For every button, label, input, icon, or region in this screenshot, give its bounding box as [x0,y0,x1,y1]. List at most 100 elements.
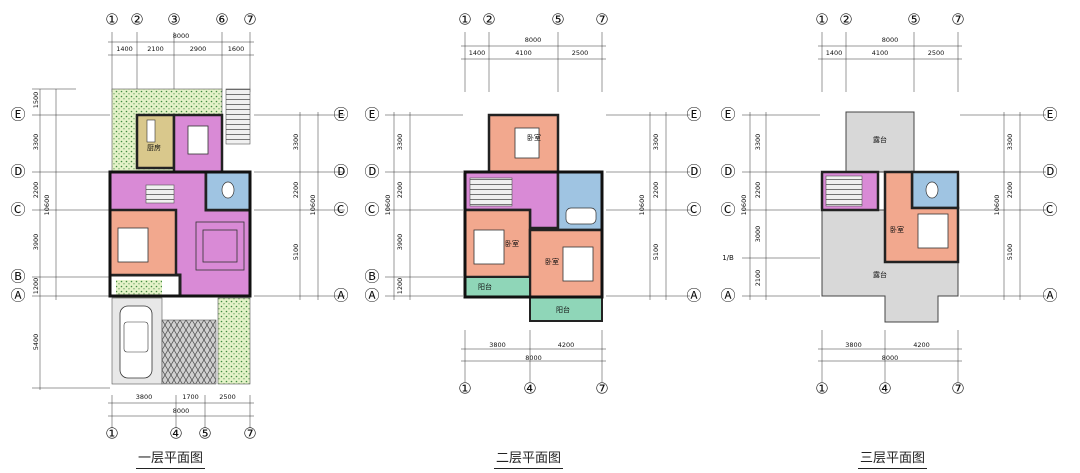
plan-3-right-total: 10600 [993,195,1001,216]
plan-2-top-dim: 2500 [572,49,589,57]
plan-3-room-label: 露台 [873,270,887,279]
plan-2-axis-bottom: ① [458,380,471,398]
plan-2-left-dim: 1200 [396,278,404,295]
plan-2-axis-bottom: ⑦ [595,380,608,398]
plan-2-room-label: 阳台 [478,282,492,291]
plan-1-left-dim: 1200 [32,278,40,295]
plan-3-right-dim: 3300 [1006,134,1014,151]
plan-2-right-total: 10600 [638,195,646,216]
plan-3 [742,32,1046,382]
plan-1-axis-bottom: ④ [169,425,182,443]
plan-3-axis-right: Ⓒ [1042,201,1057,219]
plan-2-bottom-total: 8000 [525,354,542,362]
plan-1-axis-right: Ⓐ [333,287,348,305]
plan-3-room-label: 卧室 [890,225,904,234]
plan-3-axis-bottom: ⑦ [951,380,964,398]
plan-2-axis-right: Ⓒ [686,201,701,219]
plan-1-axis-left: Ⓑ [10,268,25,286]
plan-1-right-dim: 5100 [292,244,300,261]
plan-3-room-label: 露台 [873,135,887,144]
plan-2-top-dim: 4100 [515,49,532,57]
plan-3-axis-left: Ⓓ [720,163,735,181]
plan-3-bottom-dim: 3800 [845,341,862,349]
plan-2-axis-top: ⑤ [551,11,564,29]
plan-1-axis-right: Ⓓ [333,163,348,181]
plan-2-left-dim: 3300 [396,134,404,151]
plan-2-bottom-dim: 4200 [558,341,575,349]
plan-2-top-dim: 1400 [469,49,486,57]
plan-1-top-dim: 1600 [228,45,245,53]
plan-1-axis-bottom: ⑤ [198,425,211,443]
plan-1-left-dim: 3300 [32,134,40,151]
plan-1-axis-left: Ⓔ [10,106,25,124]
plan-1-top-dim: 2100 [147,45,164,53]
plan-1-axis-right: Ⓒ [333,201,348,219]
plan-1-axis-left: Ⓒ [10,201,25,219]
plan-2-right-dim: 3300 [652,134,660,151]
plan-1-caption: 一层平面图 [136,451,206,469]
plan-3-left-dim: 2100 [754,270,762,287]
plan-2-room-label: 阳台 [556,305,570,314]
plan-2-bottom-dim: 3800 [489,341,506,349]
plan-3-right-dim: 5100 [1006,244,1014,261]
plan-2-left-dim: 3900 [396,234,404,251]
plan-3-right-dim: 2200 [1006,182,1014,199]
plan-1-axis-right: Ⓔ [333,106,348,124]
plan-2-axis-left: Ⓐ [364,287,379,305]
plan-2 [385,32,690,382]
plan-1-axis-top: ② [130,11,143,29]
plan-2-axis-right: Ⓔ [686,106,701,124]
plan-2-axis-left: Ⓑ [364,268,379,286]
plan-3-bottom-total: 8000 [882,354,899,362]
plan-1-top-dim: 2900 [190,45,207,53]
plan-1-axis-left: Ⓓ [10,163,25,181]
plan-1-top-dim: 1400 [116,45,133,53]
plan-3-axis-right: Ⓓ [1042,163,1057,181]
plan-2-room-label: 卧室 [505,239,519,248]
plan-1-axis-top: ⑦ [243,11,256,29]
plan-1-axis-top: ⑥ [215,11,228,29]
plan-1-left-dim: 1500 [32,92,40,109]
plan-3-axis-bottom: ④ [878,380,891,398]
plan-3-top-dim: 4100 [872,49,889,57]
plan-3-top-total: 8000 [882,36,899,44]
plan-1-left-total: 10600 [43,195,51,216]
plan-1-axis-bottom: ① [105,425,118,443]
plan-2-room-label: 卧室 [527,133,541,142]
plan-3-left-total: 10600 [740,195,748,216]
plan-2-axis-left: Ⓒ [364,201,379,219]
plan-2-axis-top: ② [482,11,495,29]
plan-1-right-dim: 2200 [292,182,300,199]
plan-1-axis-left: Ⓐ [10,287,25,305]
plan-3-caption: 三层平面图 [858,451,928,469]
plan-2-axis-top: ⑦ [595,11,608,29]
plan-2-top-total: 8000 [525,36,542,44]
plan-3-bottom-dim: 4200 [913,341,930,349]
plan-3-axis-top: ② [839,11,852,29]
plan-3-top-dim: 1400 [826,49,843,57]
plan-2-axis-right: Ⓓ [686,163,701,181]
plan-2-room-label: 卧室 [545,257,559,266]
plan-2-axis-left: Ⓓ [364,163,379,181]
plan-2-right-dim: 2200 [652,182,660,199]
plan-3-axis-bottom: ① [815,380,828,398]
plan-3-left-dim: 3300 [754,134,762,151]
plan-1-axis-top: ① [105,11,118,29]
plan-2-axis-bottom: ④ [523,380,536,398]
plan-2-axis-left: Ⓔ [364,106,379,124]
plan-2-right-dim: 5100 [652,244,660,261]
plan-3-axis-top: ⑦ [951,11,964,29]
plan-2-caption: 二层平面图 [494,451,564,469]
plan-3-axis-top: ① [815,11,828,29]
plan-3-axis-right: Ⓐ [1042,287,1057,305]
plan-3-axis-right: Ⓔ [1042,106,1057,124]
plan-3-axis-left: Ⓔ [720,106,735,124]
plan-3-left-dim: 3000 [754,226,762,243]
plan-1-bottom-dim: 1700 [182,393,199,401]
plan-2-left-dim: 2200 [396,182,404,199]
plan-3-top-dim: 2500 [928,49,945,57]
plan-1-left-dim: 2200 [32,182,40,199]
plan-1-bottom-dim: 3800 [136,393,153,401]
plan-1-room-label: 厨房 [147,143,161,152]
